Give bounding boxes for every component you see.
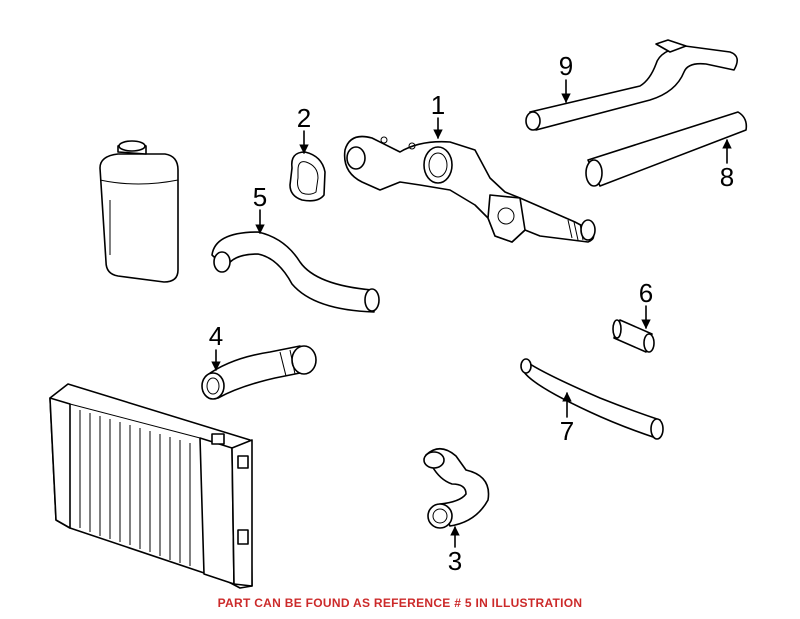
callout-leaders — [211, 79, 732, 548]
pipe-part-9 — [525, 39, 738, 131]
callout-3: 3 — [448, 546, 462, 576]
callout-5: 5 — [253, 182, 267, 212]
hose-part-7 — [520, 358, 664, 440]
callout-9: 9 — [559, 51, 573, 81]
connector-part-6 — [612, 319, 655, 353]
upper-hose-part-5 — [211, 231, 380, 313]
radiator — [49, 383, 253, 589]
gasket-part-2 — [289, 151, 326, 202]
callout-7: 7 — [560, 416, 574, 446]
water-crossover-part-1 — [343, 135, 596, 243]
callout-8: 8 — [720, 162, 734, 192]
callout-4: 4 — [209, 321, 223, 351]
callout-6: 6 — [639, 278, 653, 308]
reference-caption: PART CAN BE FOUND AS REFERENCE # 5 IN IL… — [217, 596, 583, 610]
coolant-reservoir — [99, 140, 179, 283]
hose-part-4 — [201, 345, 317, 400]
hose-part-8 — [585, 111, 748, 187]
callout-1: 1 — [431, 90, 445, 120]
callout-2: 2 — [297, 103, 311, 133]
hose-part-3 — [423, 447, 490, 529]
